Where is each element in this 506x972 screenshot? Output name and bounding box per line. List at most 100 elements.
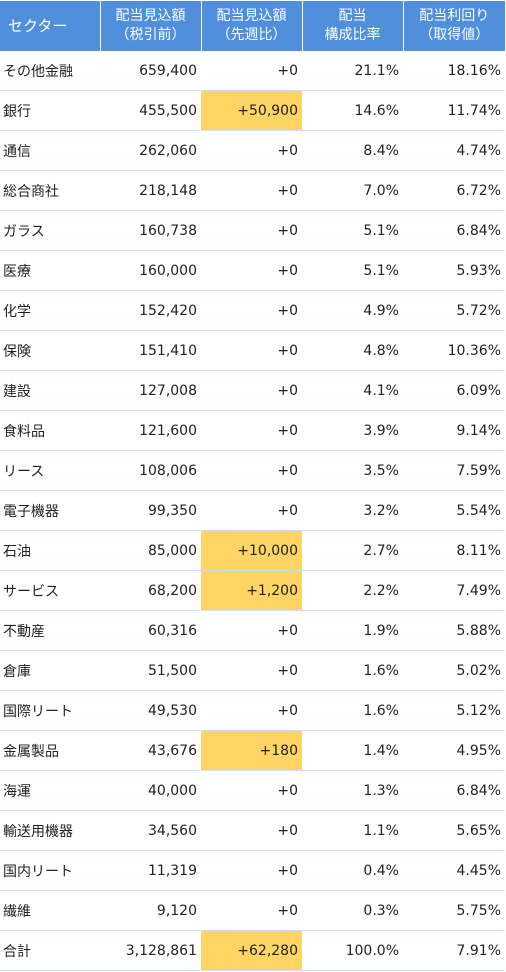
amount-cell: 455,500 <box>100 90 201 131</box>
ratio-cell: 3.5% <box>302 450 403 491</box>
change-cell: +10,000 <box>201 530 302 571</box>
amount-cell: 121,600 <box>100 410 201 451</box>
yield-cell: 5.88% <box>403 610 505 651</box>
ratio-cell: 3.9% <box>302 410 403 451</box>
yield-cell: 5.54% <box>403 490 505 531</box>
amount-cell: 152,420 <box>100 290 201 331</box>
ratio-cell: 2.2% <box>302 570 403 611</box>
ratio-cell: 8.4% <box>302 130 403 171</box>
sector-cell: サービス <box>0 570 100 611</box>
table-header: セクター 配当見込額（税引前） 配当見込額（先週比） 配当構成比率 配当利回り（… <box>0 1 505 51</box>
amount-cell: 43,676 <box>100 730 201 771</box>
yield-cell: 9.14% <box>403 410 505 451</box>
amount-cell: 151,410 <box>100 330 201 371</box>
header-amount: 配当見込額（税引前） <box>100 1 202 51</box>
sector-cell: 合計 <box>0 930 100 971</box>
change-cell: +0 <box>201 410 302 451</box>
sector-cell: 総合商社 <box>0 170 100 211</box>
yield-cell: 5.75% <box>403 890 505 931</box>
change-cell: +0 <box>201 810 302 851</box>
ratio-cell: 100.0% <box>302 930 403 971</box>
sector-cell: 石油 <box>0 530 100 571</box>
header-sector-label: セクター <box>8 16 68 35</box>
change-cell: +0 <box>201 450 302 491</box>
change-cell: +0 <box>201 690 302 731</box>
ratio-cell: 1.6% <box>302 690 403 731</box>
ratio-cell: 2.7% <box>302 530 403 571</box>
change-cell: +0 <box>201 490 302 531</box>
change-cell: +0 <box>201 210 302 251</box>
yield-cell: 11.74% <box>403 90 505 131</box>
ratio-cell: 1.1% <box>302 810 403 851</box>
ratio-cell: 5.1% <box>302 250 403 291</box>
header-yield-line1: 配当利回り <box>419 8 490 24</box>
change-cell: +0 <box>201 610 302 651</box>
change-cell: +0 <box>201 51 302 91</box>
change-cell: +0 <box>201 850 302 891</box>
change-cell: +50,900 <box>201 90 302 131</box>
amount-cell: 60,316 <box>100 610 201 651</box>
sector-cell: 輸送用機器 <box>0 810 100 851</box>
yield-cell: 4.74% <box>403 130 505 171</box>
sector-cell: 国内リート <box>0 850 100 891</box>
sector-cell: 海運 <box>0 770 100 811</box>
header-sector: セクター <box>0 1 101 51</box>
amount-cell: 218,148 <box>100 170 201 211</box>
change-cell: +0 <box>201 330 302 371</box>
ratio-cell: 5.1% <box>302 210 403 251</box>
yield-cell: 5.72% <box>403 290 505 331</box>
yield-cell: 4.95% <box>403 730 505 771</box>
sector-cell: 倉庫 <box>0 650 100 691</box>
ratio-cell: 1.9% <box>302 610 403 651</box>
yield-cell: 18.16% <box>403 51 505 91</box>
change-cell: +180 <box>201 730 302 771</box>
yield-cell: 6.84% <box>403 210 505 251</box>
ratio-cell: 4.8% <box>302 330 403 371</box>
change-cell: +0 <box>201 170 302 211</box>
amount-cell: 99,350 <box>100 490 201 531</box>
header-row: セクター 配当見込額（税引前） 配当見込額（先週比） 配当構成比率 配当利回り（… <box>0 1 505 51</box>
ratio-cell: 0.3% <box>302 890 403 931</box>
change-cell: +0 <box>201 890 302 931</box>
yield-cell: 5.65% <box>403 810 505 851</box>
header-ratio: 配当構成比率 <box>302 1 404 51</box>
ratio-cell: 4.1% <box>302 370 403 411</box>
yield-cell: 7.91% <box>403 930 505 971</box>
sector-cell: 金属製品 <box>0 730 100 771</box>
yield-cell: 5.93% <box>403 250 505 291</box>
sector-cell: 保険 <box>0 330 100 371</box>
sector-cell: 食料品 <box>0 410 100 451</box>
yield-cell: 7.59% <box>403 450 505 491</box>
sector-cell: 通信 <box>0 130 100 171</box>
change-cell: +0 <box>201 290 302 331</box>
sector-cell: 建設 <box>0 370 100 411</box>
ratio-cell: 1.3% <box>302 770 403 811</box>
amount-cell: 9,120 <box>100 890 201 931</box>
yield-cell: 5.02% <box>403 650 505 691</box>
sector-cell: 銀行 <box>0 90 100 131</box>
header-ratio-line2: 構成比率 <box>324 27 381 43</box>
ratio-cell: 7.0% <box>302 170 403 211</box>
sector-cell: その他金融 <box>0 51 100 91</box>
amount-cell: 127,008 <box>100 370 201 411</box>
change-cell: +0 <box>201 650 302 691</box>
ratio-cell: 14.6% <box>302 90 403 131</box>
header-ratio-line1: 配当 <box>338 8 367 24</box>
change-cell: +62,280 <box>201 930 302 971</box>
amount-cell: 659,400 <box>100 51 201 91</box>
